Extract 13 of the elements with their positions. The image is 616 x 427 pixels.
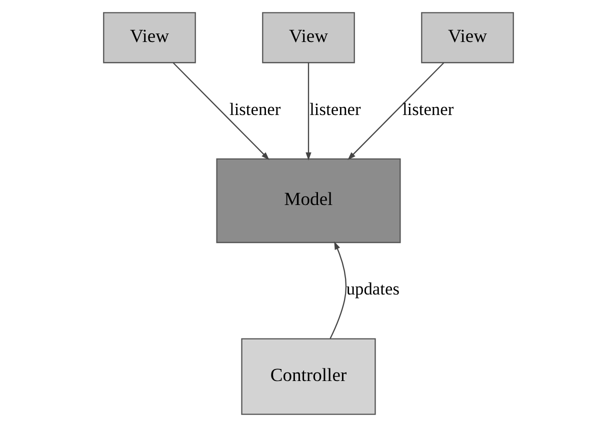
- arrow: [347, 62, 444, 160]
- arrow: [329, 241, 346, 339]
- edge-label: listener: [229, 98, 280, 119]
- arrow: [305, 62, 311, 161]
- edge-label: updates: [346, 278, 399, 299]
- node-box: Controller: [240, 338, 376, 415]
- node-box: View: [102, 12, 196, 64]
- node-box: View: [420, 12, 514, 64]
- node-box: View: [262, 12, 354, 64]
- edge-label: listener: [309, 98, 360, 119]
- edge-label: listener: [402, 98, 454, 119]
- arrow: [172, 62, 269, 160]
- node-box: Model: [216, 158, 400, 244]
